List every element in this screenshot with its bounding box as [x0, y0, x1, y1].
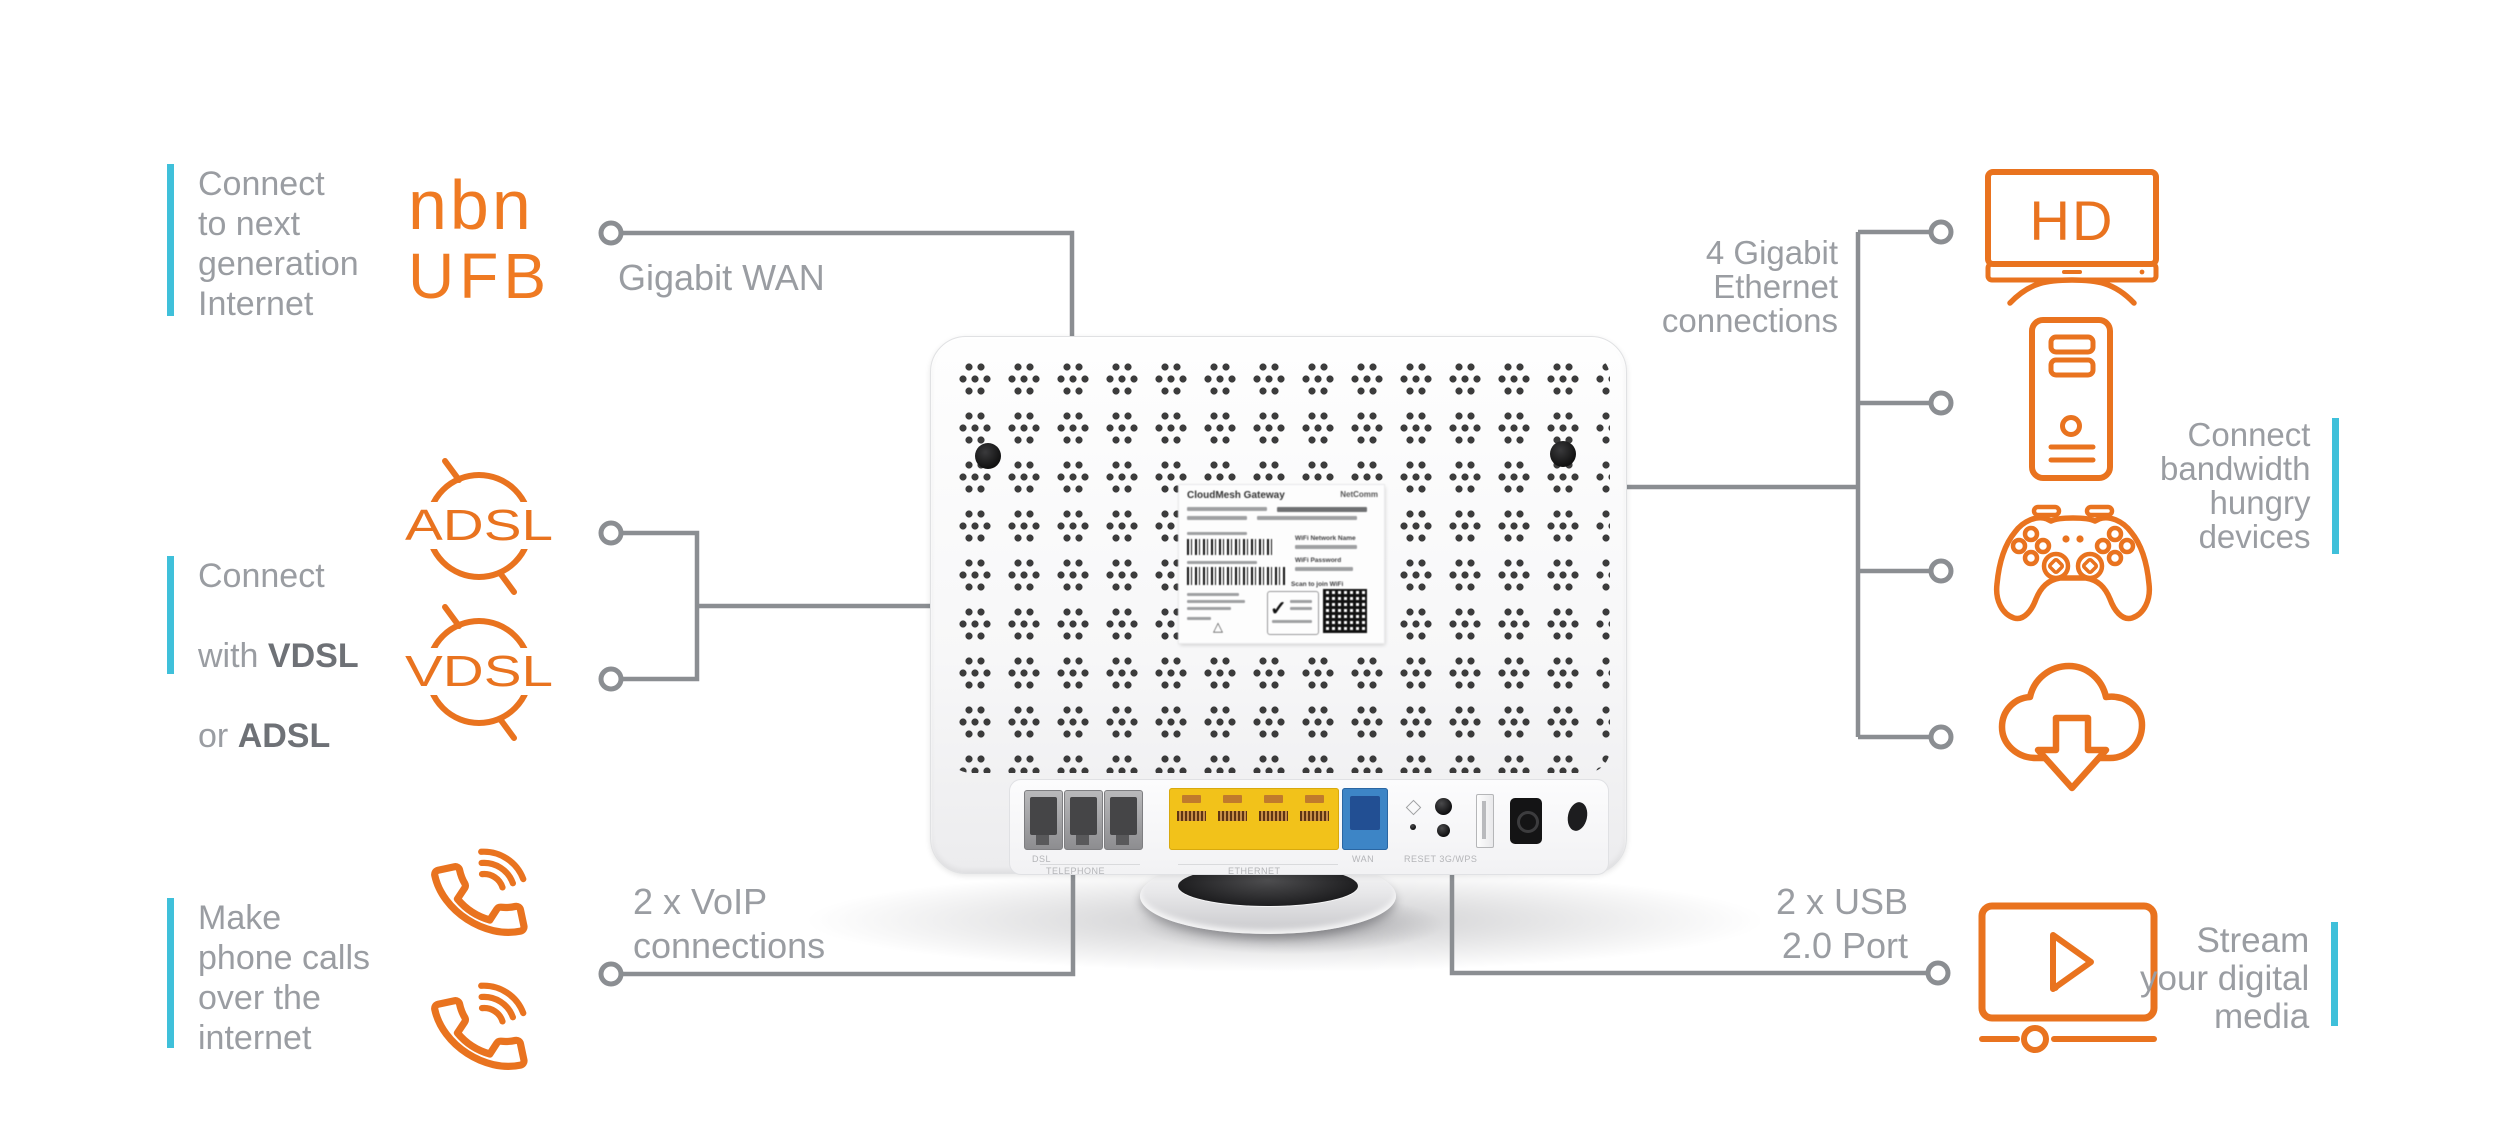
wan-label: WAN	[1352, 854, 1375, 864]
desktop-pc-icon	[2029, 317, 2113, 481]
ethernet-label: ETHERNET	[1228, 866, 1281, 876]
caption-dsl-text: Connect with VDSL or ADSL	[198, 557, 359, 755]
phone-icon	[431, 982, 528, 1070]
screw-hole	[975, 443, 1001, 469]
router-back-panel: CloudMesh Gateway NetComm WiFi Network N…	[930, 336, 1627, 876]
3g-button	[1437, 824, 1450, 837]
label-gigabit-wan: Gigabit WAN	[618, 257, 825, 298]
caption-voip: Make phone calls over the internet	[167, 898, 371, 1057]
port-recess-panel: DSL TELEPHONE ETHERNET WAN RESET 3G/WPS	[1009, 779, 1609, 876]
reset-pinhole	[1410, 824, 1416, 830]
caption-accent-bar	[2331, 922, 2339, 1026]
caption-accent-bar	[167, 164, 174, 316]
usb-port	[1476, 794, 1494, 848]
caption-nbn: Connect to next generation Internet	[167, 164, 359, 323]
barcode	[1187, 567, 1287, 585]
indicator-diamond	[1405, 799, 1422, 816]
reset-wps-label: RESET 3G/WPS	[1404, 854, 1478, 864]
phone-port	[1064, 790, 1103, 850]
product-label-sticker: CloudMesh Gateway NetComm WiFi Network N…	[1179, 485, 1384, 643]
svg-text:ADSL: ADSL	[405, 501, 553, 550]
media-player-icon	[1978, 902, 2158, 1053]
caption-accent-bar	[167, 556, 174, 674]
wan-port	[1342, 788, 1388, 850]
wps-button	[1435, 798, 1452, 815]
scan-wifi-label: Scan to join WiFi	[1291, 581, 1344, 588]
barcode	[1187, 539, 1275, 555]
port-group-bracket	[1178, 864, 1338, 865]
phone-port	[1104, 790, 1143, 850]
wifi-password-label: WiFi Password	[1295, 557, 1342, 564]
caption-stream: Stream your digital media	[2140, 921, 2339, 1036]
nbn-logo-line2: UFB	[408, 240, 551, 312]
caption-nbn-text: Connect to next generation Internet	[198, 165, 359, 323]
screw-hole	[1550, 441, 1576, 467]
vdsl-icon: VDSL	[403, 604, 555, 741]
sticker-title: CloudMesh Gateway	[1187, 490, 1285, 501]
svg-text:VDSL: VDSL	[405, 647, 553, 696]
caption-bandwidth: Connect bandwidth hungry devices	[2160, 416, 2340, 555]
caption-dsl: Connect with VDSL or ADSL	[167, 556, 359, 755]
adsl-icon: ADSL	[403, 458, 555, 595]
warning-triangle-icon: △	[1213, 619, 1223, 634]
power-button	[1565, 800, 1590, 833]
netcomm-brand: NetComm	[1340, 490, 1378, 499]
label-ethernet: 4 Gigabit Ethernet connections	[1661, 234, 1838, 339]
dsl-port	[1024, 790, 1063, 850]
caption-voip-text: Make phone calls over the internet	[198, 899, 371, 1057]
caption-accent-bar	[2332, 418, 2340, 554]
phone-icon	[431, 848, 528, 936]
qr-code	[1323, 589, 1367, 633]
nbn-logo-line1: nbn	[408, 166, 534, 244]
caption-bandwidth-text: Connect bandwidth hungry devices	[2160, 416, 2311, 555]
telephone-label: TELEPHONE	[1046, 866, 1106, 876]
cloud-download-icon	[1998, 662, 2146, 792]
nbn-ufb-logo: nbn UFB	[408, 170, 551, 308]
svg-text:HD: HD	[2030, 189, 2115, 252]
caption-accent-bar	[167, 898, 174, 1048]
port-group-bracket	[1040, 864, 1140, 865]
game-controller-icon	[1993, 504, 2153, 622]
caption-stream-text: Stream your digital media	[2140, 921, 2310, 1036]
hd-tv-icon: HD	[1985, 169, 2159, 306]
dsl-label: DSL	[1032, 854, 1052, 864]
label-usb: 2 x USB 2.0 Port	[1700, 880, 1908, 968]
cert-mark: ✓	[1267, 591, 1319, 635]
wifi-name-label: WiFi Network Name	[1295, 535, 1356, 542]
power-jack	[1510, 798, 1542, 844]
label-voip: 2 x VoIP connections	[633, 880, 825, 968]
ethernet-port-block	[1169, 788, 1339, 850]
